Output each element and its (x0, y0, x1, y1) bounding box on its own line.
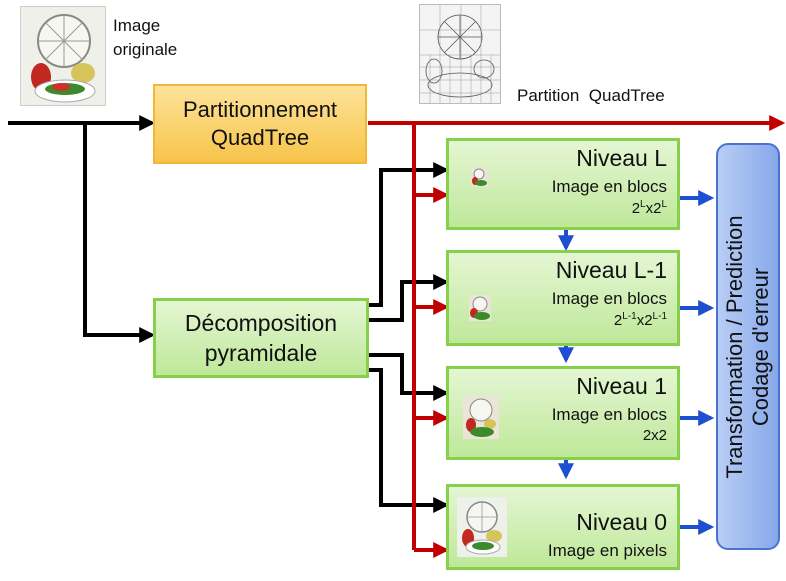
output-box: Transformation / Prediction Codage d'err… (716, 143, 780, 550)
arrow-decomp-to-level-l1 (368, 274, 450, 322)
level-l1-subtitle: Image en blocs (551, 289, 667, 308)
level-0-thumbnail-icon (457, 497, 507, 557)
level-1-box: Niveau 1 Image en blocs 2x2 (446, 366, 680, 460)
level-l-thumbnail-icon (471, 167, 488, 187)
arrow-decomp-to-level-l (368, 162, 450, 307)
level-1-dimension: 2x2 (642, 427, 667, 444)
decomposition-box-line2: pyramidale (204, 340, 318, 366)
arrow-decomp-to-level-0 (368, 368, 450, 513)
quadtree-map-icon (419, 4, 501, 104)
arrow-input-to-decomposition (83, 123, 156, 343)
arrow-decomp-to-level-1 (368, 353, 450, 401)
level-0-box: Niveau 0 Image en pixels (446, 484, 680, 570)
decomposition-box: Décomposition pyramidale (153, 298, 369, 378)
original-image-label-line2: originale (113, 40, 178, 59)
output-box-text: Transformation / Prediction Codage d'err… (722, 215, 774, 478)
level-l-box: Niveau L Image en blocs 2Lx2L (446, 138, 680, 230)
original-image-label-line1: Image (113, 16, 161, 35)
level-0-title: Niveau 0 (576, 509, 667, 535)
level-l1-dimension: 2L-1x2L-1 (613, 311, 667, 329)
level-0-subtitle: Image en pixels (547, 541, 667, 560)
level-l1-thumbnail-icon (469, 295, 491, 321)
photo-thumbnail-icon (20, 6, 106, 106)
output-box-line1: Transformation / Prediction (722, 214, 747, 479)
level-1-title: Niveau 1 (576, 373, 667, 399)
level-l-subtitle: Image en blocs (551, 177, 667, 196)
output-box-line2: Codage d'erreur (748, 267, 773, 426)
original-image-label: Image originale (113, 14, 177, 62)
level-1-subtitle: Image en blocs (551, 405, 667, 424)
level-l-dimension: 2Lx2L (631, 199, 667, 217)
level-l1-title: Niveau L-1 (555, 257, 667, 283)
partition-box: Partitionnement QuadTree (153, 84, 367, 164)
level-1-thumbnail-icon (463, 395, 499, 439)
quadtree-partition-label: Partition QuadTree (517, 86, 665, 105)
partition-box-line1: Partitionnement (182, 97, 338, 122)
level-l1-box: Niveau L-1 Image en blocs 2L-1x2L-1 (446, 250, 680, 346)
partition-box-line2: QuadTree (210, 125, 310, 150)
decomposition-box-line1: Décomposition (184, 310, 338, 336)
level-l-title: Niveau L (576, 145, 667, 171)
